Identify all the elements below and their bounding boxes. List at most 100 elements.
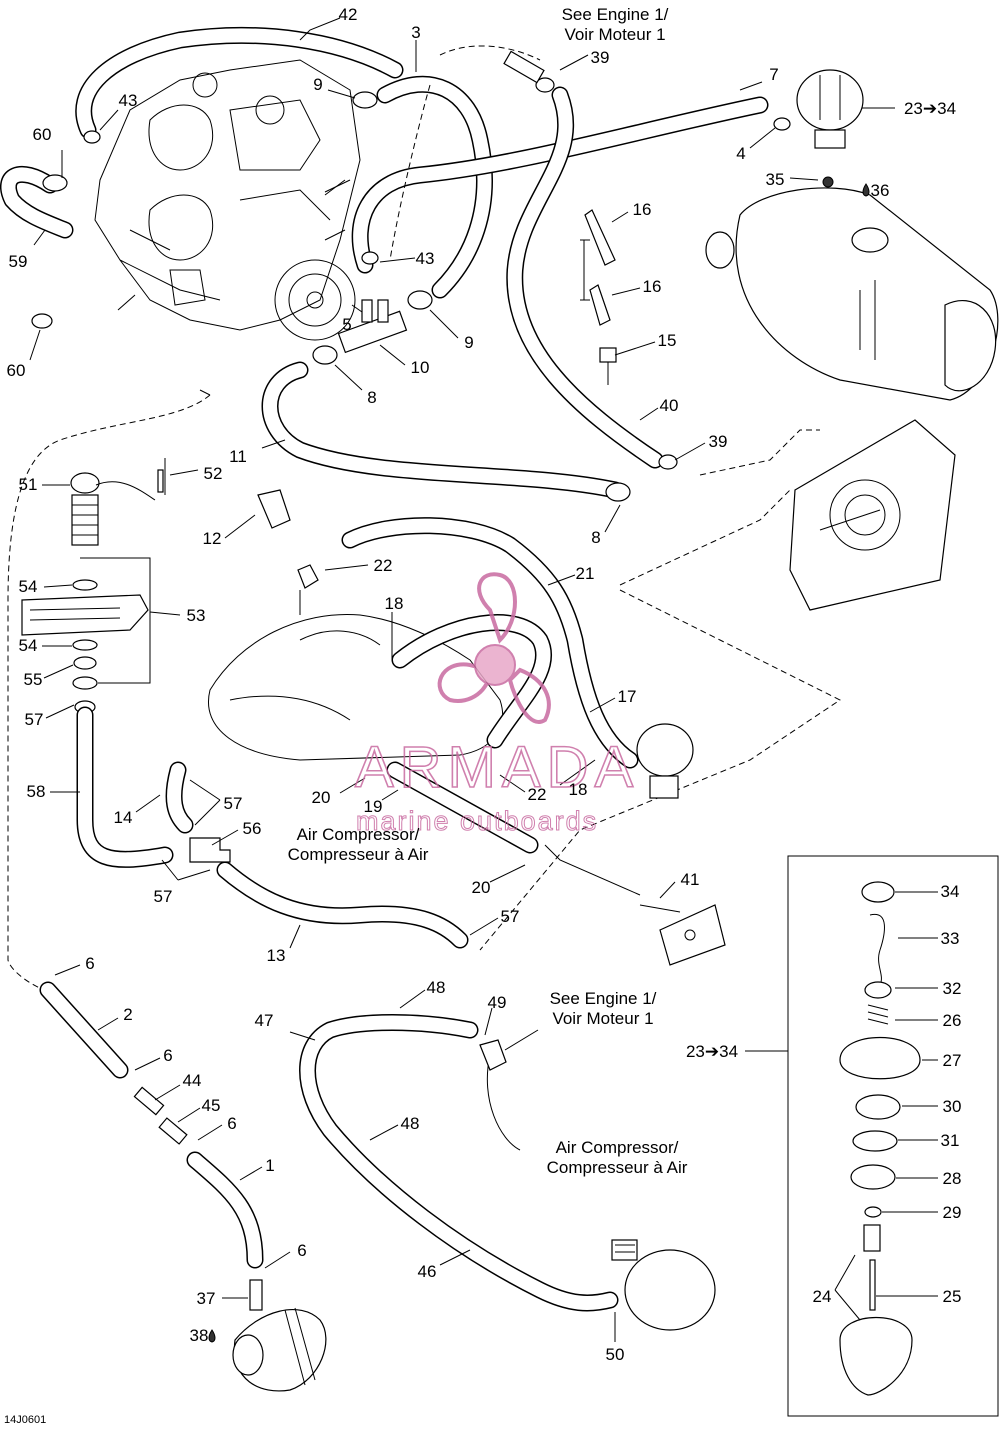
callout-37: 37 <box>197 1289 216 1308</box>
callout-46: 46 <box>418 1262 437 1281</box>
callout-27: 27 <box>943 1051 962 1070</box>
callout-22: 22 <box>374 556 393 575</box>
callout-8: 8 <box>367 388 376 407</box>
callout-38: 38 <box>190 1326 209 1345</box>
callout-42: 42 <box>339 5 358 24</box>
hose-58 <box>76 706 174 868</box>
callout-4: 4 <box>736 144 745 163</box>
callout-41: 41 <box>681 870 700 889</box>
bolt-41 <box>639 904 726 966</box>
note-line: See Engine 1/ <box>550 989 657 1008</box>
callout-6: 6 <box>297 1241 306 1260</box>
callout-51: 51 <box>19 475 38 494</box>
callout-10: 10 <box>411 358 430 377</box>
callout-28: 28 <box>943 1169 962 1188</box>
callout-26: 26 <box>943 1011 962 1030</box>
note-line: Air Compressor/ <box>556 1138 679 1157</box>
muffler <box>705 187 999 401</box>
note-air-compressor-mid: Air Compressor/ Compresseur à Air <box>288 825 429 864</box>
callout-57: 57 <box>25 710 44 729</box>
callout-36: 36 <box>871 181 890 200</box>
callout-57: 57 <box>224 794 243 813</box>
elbow-22 <box>297 564 319 589</box>
callout-3: 3 <box>411 23 420 42</box>
callout-12: 12 <box>203 529 222 548</box>
callout-16: 16 <box>643 277 662 296</box>
callout-9: 9 <box>464 333 473 352</box>
hose-3 <box>376 75 493 299</box>
hose-40 <box>506 86 664 469</box>
callout-45: 45 <box>202 1096 221 1115</box>
fuel-filler <box>21 469 164 714</box>
callout-23-34: 23➔34 <box>686 1042 738 1061</box>
callout-16: 16 <box>633 200 652 219</box>
callout-15: 15 <box>658 331 677 350</box>
note-see-engine-top: See Engine 1/ Voir Moteur 1 <box>562 5 669 44</box>
callout-1: 1 <box>265 1156 274 1175</box>
note-line: See Engine 1/ <box>562 5 669 24</box>
callout-17: 17 <box>618 687 637 706</box>
callout-55: 55 <box>24 670 43 689</box>
callout-57: 57 <box>501 907 520 926</box>
callout-20: 20 <box>312 788 331 807</box>
callout-52: 52 <box>204 464 223 483</box>
callout-19: 19 <box>364 797 383 816</box>
callout-59: 59 <box>9 252 28 271</box>
note-line: Compresseur à Air <box>288 845 429 864</box>
note-line: Voir Moteur 1 <box>552 1009 653 1028</box>
engine-drawing <box>94 59 361 341</box>
callout-35: 35 <box>766 170 785 189</box>
callout-43: 43 <box>119 91 138 110</box>
callout-9: 9 <box>313 75 322 94</box>
fitting-5 <box>361 299 373 323</box>
hose-11 <box>261 361 624 499</box>
bracket-12 <box>257 489 291 529</box>
callout-7: 7 <box>769 65 778 84</box>
callout-6: 6 <box>227 1114 236 1133</box>
hose-21 <box>341 517 639 769</box>
callout-57: 57 <box>154 887 173 906</box>
callout-47: 47 <box>255 1011 274 1030</box>
callout-34: 34 <box>941 882 960 901</box>
fittings-44-45 <box>133 1086 188 1145</box>
callout-60: 60 <box>33 125 52 144</box>
reservoir-top <box>796 69 864 188</box>
callout-60: 60 <box>7 361 26 380</box>
hose-13 <box>216 861 469 949</box>
dashed-connections <box>7 45 841 1151</box>
callout-39: 39 <box>709 432 728 451</box>
hose-14 <box>165 761 194 834</box>
clamps <box>31 77 791 502</box>
sealant-drop-icon <box>862 183 870 197</box>
callout-21: 21 <box>576 564 595 583</box>
callout-labels: 42 3 39 7 43 9 23➔34 60 4 35 36 16 59 43… <box>7 5 962 1364</box>
callout-39: 39 <box>591 48 610 67</box>
callout-25: 25 <box>943 1287 962 1306</box>
hose-17 <box>391 614 553 749</box>
note-air-compressor-bottom: Air Compressor/ Compresseur à Air <box>547 1138 688 1177</box>
elbow-49 <box>479 1039 507 1071</box>
callout-44: 44 <box>183 1071 202 1090</box>
note-line: Voir Moteur 1 <box>564 25 665 44</box>
callout-14: 14 <box>114 808 133 827</box>
callout-18: 18 <box>569 780 588 799</box>
callout-6: 6 <box>85 954 94 973</box>
callout-54: 54 <box>19 636 38 655</box>
leader-lines <box>29 17 938 1342</box>
flow-arrows <box>117 179 351 396</box>
hose-47 <box>299 1014 619 1312</box>
callout-5: 5 <box>342 315 351 334</box>
callout-58: 58 <box>27 782 46 801</box>
callout-13: 13 <box>267 946 286 965</box>
callout-50: 50 <box>606 1345 625 1364</box>
callout-56: 56 <box>243 819 262 838</box>
callout-30: 30 <box>943 1097 962 1116</box>
note-line: Air Compressor/ <box>297 825 420 844</box>
water-outlet <box>232 1279 327 1392</box>
tie-wraps <box>580 209 617 385</box>
note-line: Compresseur à Air <box>547 1158 688 1177</box>
check-valve-18 <box>636 723 694 799</box>
hose-42 <box>75 26 404 139</box>
diagram-code: 14J0601 <box>4 1414 46 1426</box>
